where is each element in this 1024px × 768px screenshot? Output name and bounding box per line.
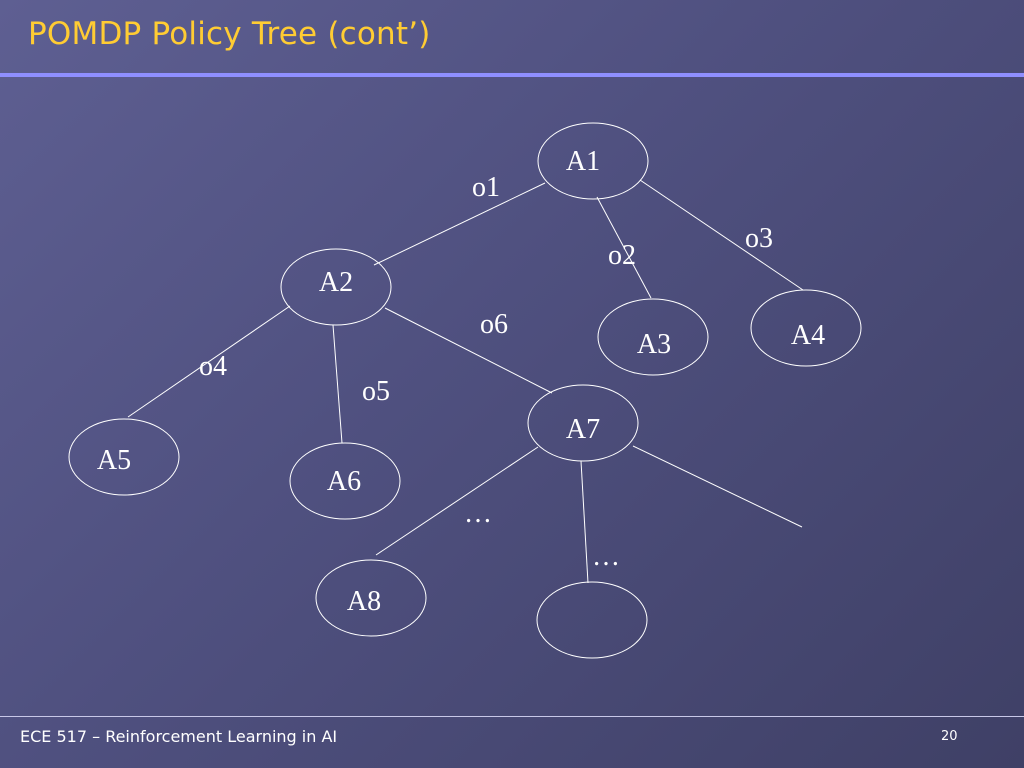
node-a5	[68, 418, 180, 496]
edge-a7-blank	[580, 460, 589, 584]
edge-a1-a4	[639, 179, 804, 291]
edge-a7-open	[632, 445, 803, 528]
node-label-a5: A5	[97, 445, 131, 476]
edge-a2-a5	[127, 305, 291, 418]
node-label-a2: A2	[319, 267, 353, 298]
edge-a2-a7	[384, 307, 553, 394]
node-a3	[597, 298, 709, 376]
edge-a2-a6	[332, 324, 343, 444]
node-a7	[527, 384, 639, 462]
footer-divider	[0, 716, 1024, 717]
node-blank	[536, 581, 648, 659]
edge-label-o1: o1	[472, 172, 500, 203]
edge-label-o6: o6	[480, 309, 508, 340]
node-label-a4: A4	[791, 320, 825, 351]
edge-label-ellipsis-left: …	[464, 498, 492, 529]
node-label-a3: A3	[637, 329, 671, 360]
node-a2	[280, 248, 392, 326]
node-a1	[537, 122, 649, 200]
page-number: 20	[941, 729, 958, 744]
edge-label-o5: o5	[362, 376, 390, 407]
edge-a1-a3	[596, 196, 652, 299]
edge-label-o3: o3	[745, 223, 773, 254]
title-divider	[0, 73, 1024, 77]
edge-a7-a8	[375, 446, 539, 556]
node-a4	[750, 289, 862, 367]
node-label-a8: A8	[347, 586, 381, 617]
slide-title: POMDP Policy Tree (cont’)	[28, 16, 431, 52]
node-a6	[289, 442, 401, 520]
edge-label-o4: o4	[199, 351, 227, 382]
node-label-a7: A7	[566, 414, 600, 445]
node-a8	[315, 559, 427, 637]
edge-label-ellipsis-right: …	[592, 541, 620, 572]
slide-footer: ECE 517 – Reinforcement Learning in AI	[20, 727, 338, 746]
edge-label-o2: o2	[608, 240, 636, 271]
edge-a1-a2	[373, 182, 546, 266]
node-label-a6: A6	[327, 466, 361, 497]
node-label-a1: A1	[566, 146, 600, 177]
